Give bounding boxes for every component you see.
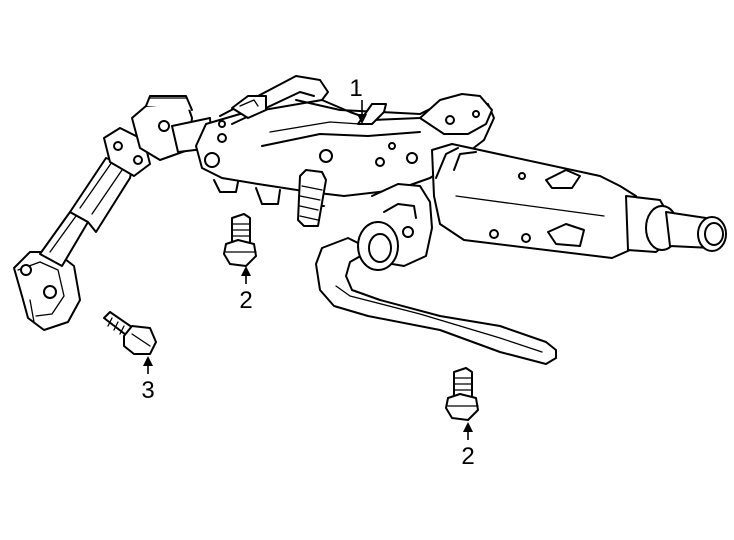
svg-text:2: 2 bbox=[239, 287, 252, 314]
svg-text:1: 1 bbox=[349, 75, 362, 102]
bolt-lower[interactable] bbox=[445, 367, 479, 421]
bolt-upper[interactable] bbox=[223, 213, 257, 267]
callout-2-lower: 2 bbox=[461, 422, 475, 470]
bolt-left[interactable] bbox=[103, 311, 157, 355]
callout-1: 1 bbox=[349, 75, 367, 124]
intermediate-shaft[interactable] bbox=[13, 95, 213, 331]
tilt-lever[interactable] bbox=[315, 183, 557, 365]
callout-3: 3 bbox=[141, 356, 155, 404]
callout-2-upper: 2 bbox=[239, 266, 253, 314]
steering-column[interactable] bbox=[195, 75, 727, 259]
svg-text:2: 2 bbox=[461, 443, 474, 470]
svg-text:3: 3 bbox=[141, 377, 154, 404]
